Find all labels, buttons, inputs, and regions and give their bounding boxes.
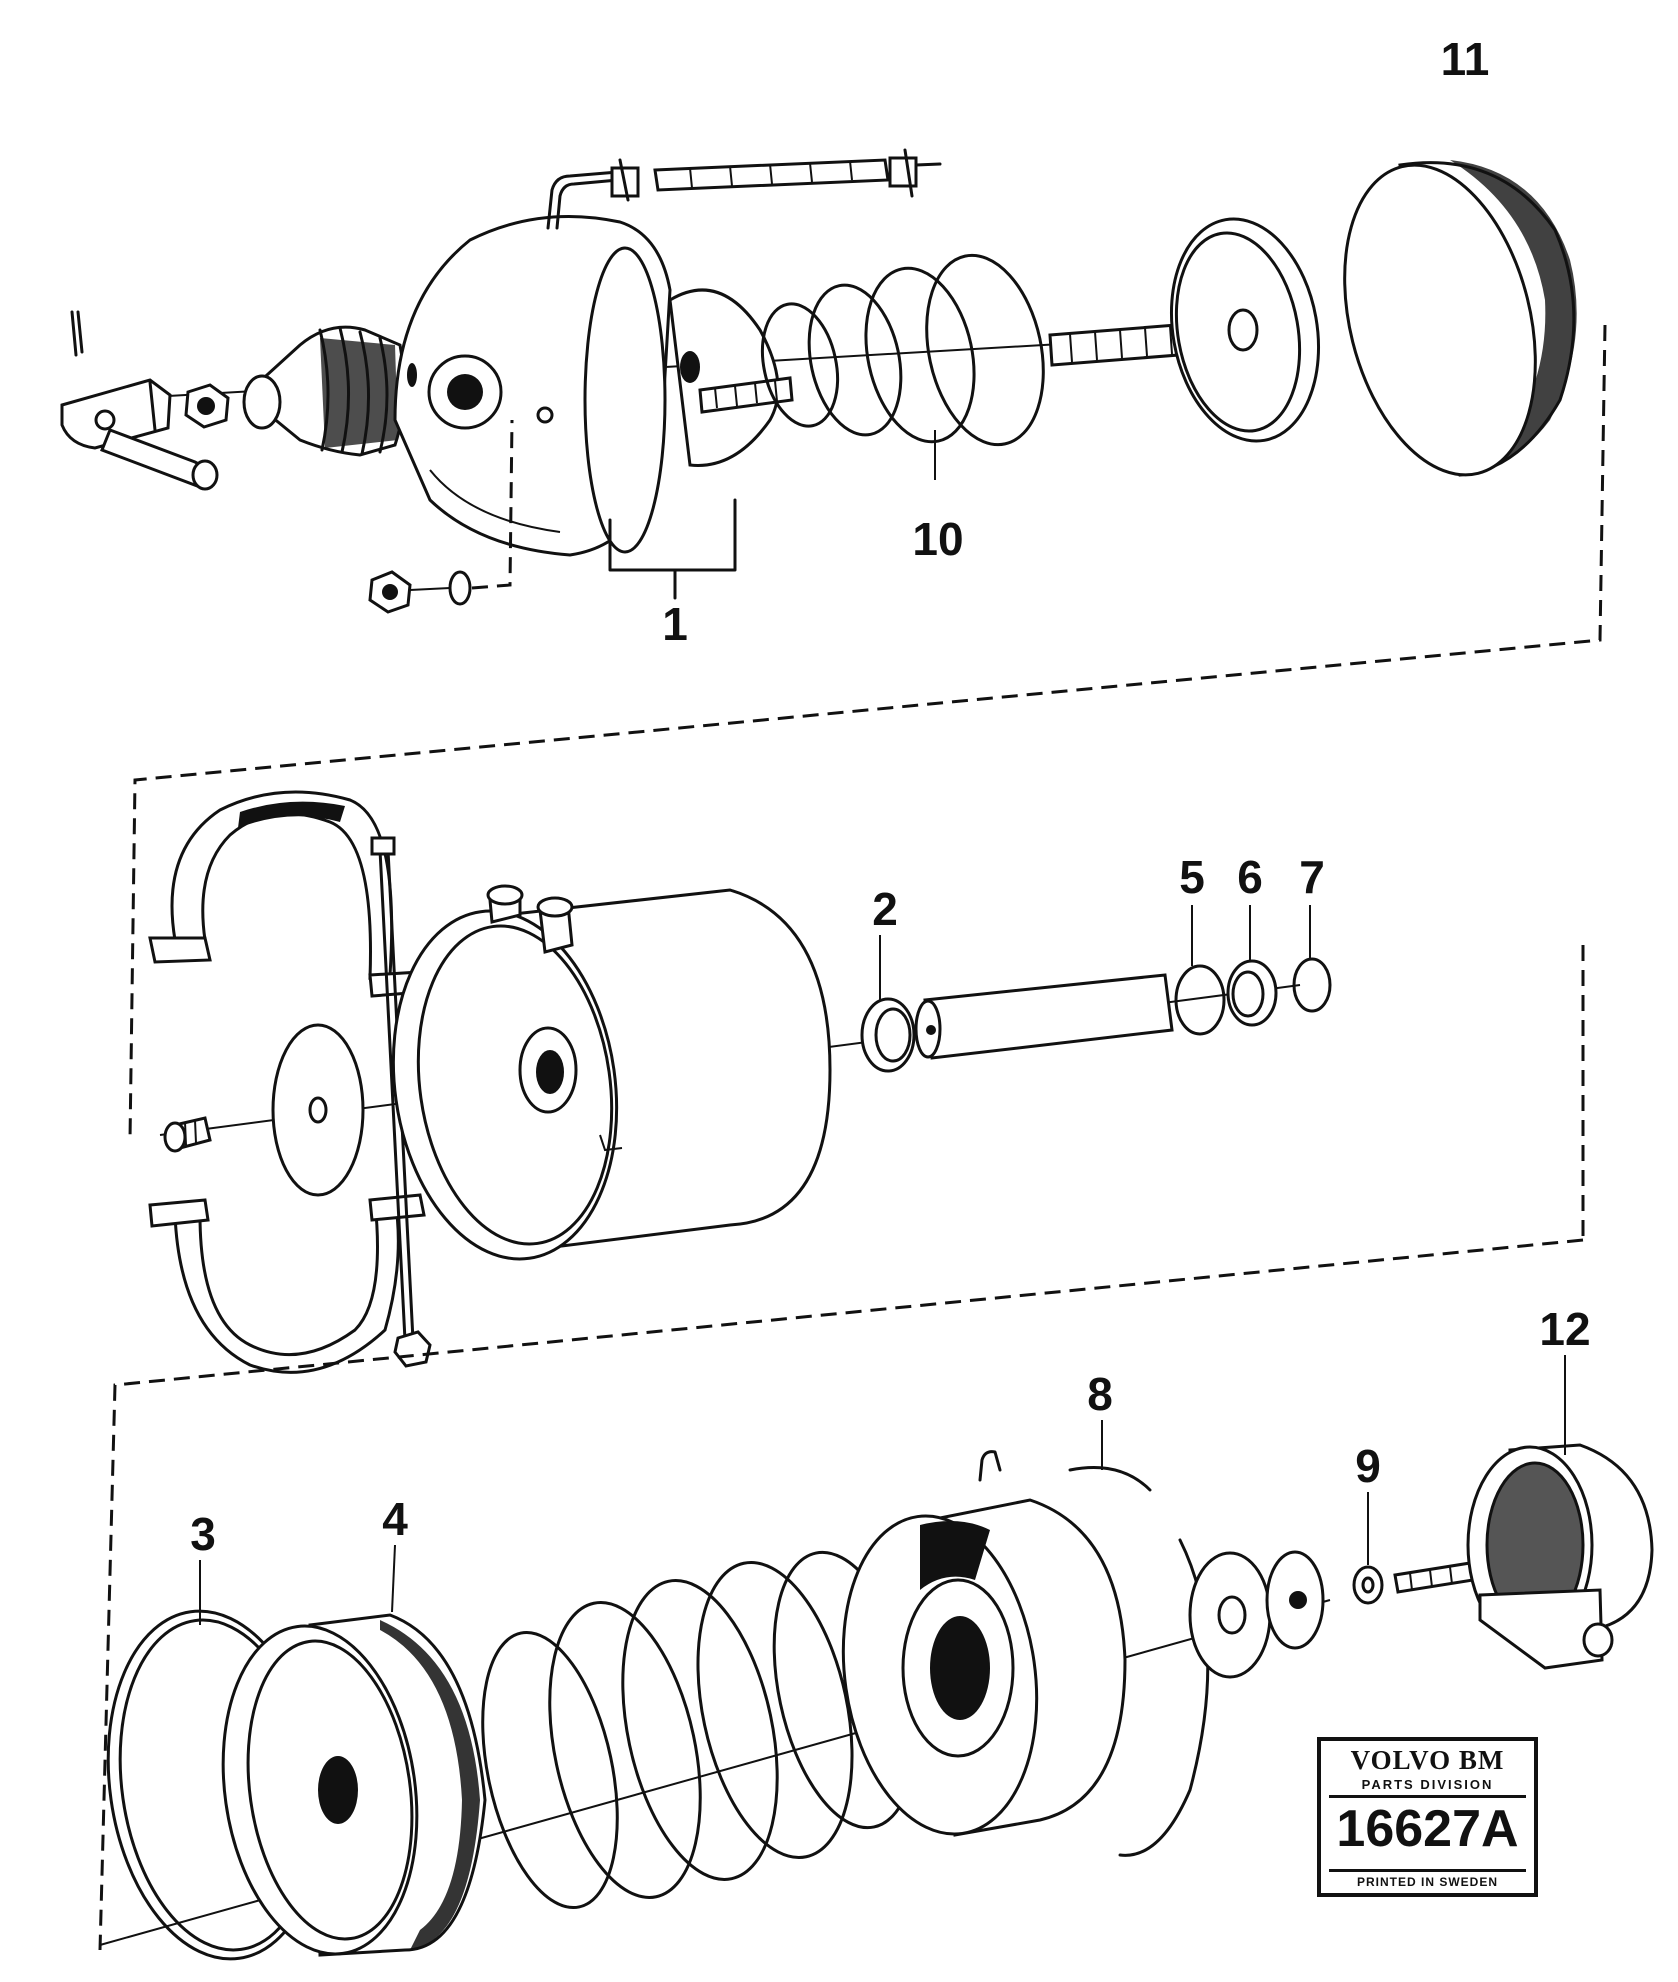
diaphragm-cover [1343,160,1577,477]
section-spring-brake [99,1355,1654,1961]
pressure-plate [668,288,794,467]
countersunk-screw [163,1116,212,1153]
hose-with-clamps [610,148,942,202]
retaining-ring [1292,957,1332,1013]
spring-housing [841,1450,1127,1837]
spring-piston [221,1613,487,1957]
filter-cap [1466,1355,1654,1670]
rubber-boot [242,325,406,457]
callout-10: 10 [912,513,963,565]
stamp-brand: VOLVO BM [1350,1745,1505,1775]
callout-7: 7 [1299,851,1325,903]
plate-washer [1188,1551,1272,1679]
clevis-pin [100,428,219,491]
callout-11: 11 [1441,33,1490,85]
small-washer [1352,1492,1384,1605]
callout-2: 2 [872,883,898,935]
nut-cap [1265,1550,1325,1650]
callout-3: 3 [190,1508,216,1560]
stamp-division: PARTS DIVISION [1329,1777,1526,1798]
stamp-printed-in: PRINTED IN SWEDEN [1329,1869,1526,1889]
callout-1: 1 [662,598,688,650]
callout-9: 9 [1355,1440,1381,1492]
lock-nut [184,383,230,429]
brake-cylinder [391,884,832,1261]
callout-4: 4 [382,1493,408,1545]
return-spring [761,253,1045,480]
seal-ring [860,997,916,1073]
section-cylinder [148,790,1585,1374]
callout-6: 6 [1237,851,1263,903]
clevis-fork [60,378,172,450]
parts-division-stamp: VOLVO BM PARTS DIVISION 16627A PRINTED I… [1317,1737,1538,1897]
diaphragm-housing [393,170,672,557]
cotter-pin [70,310,84,357]
push-rod-plate [1048,217,1321,443]
stamp-drawing-number: 16627A [1336,1800,1519,1858]
section-diaphragm-chamber [60,148,1577,614]
callout-5: 5 [1179,851,1205,903]
bushing [1226,959,1278,1027]
washer-large [271,1023,365,1197]
callout-12: 12 [1539,1303,1590,1355]
brake-spring [481,1550,918,1910]
callout-labels: 11 10 1 2 5 6 7 3 4 8 9 12 [190,33,1590,1560]
snap-ring [1174,964,1226,1036]
clamp-band-lower [148,1193,426,1374]
piston-rod [914,973,1174,1060]
mounting-nut-washer [368,419,514,614]
callout-8: 8 [1087,1368,1113,1420]
